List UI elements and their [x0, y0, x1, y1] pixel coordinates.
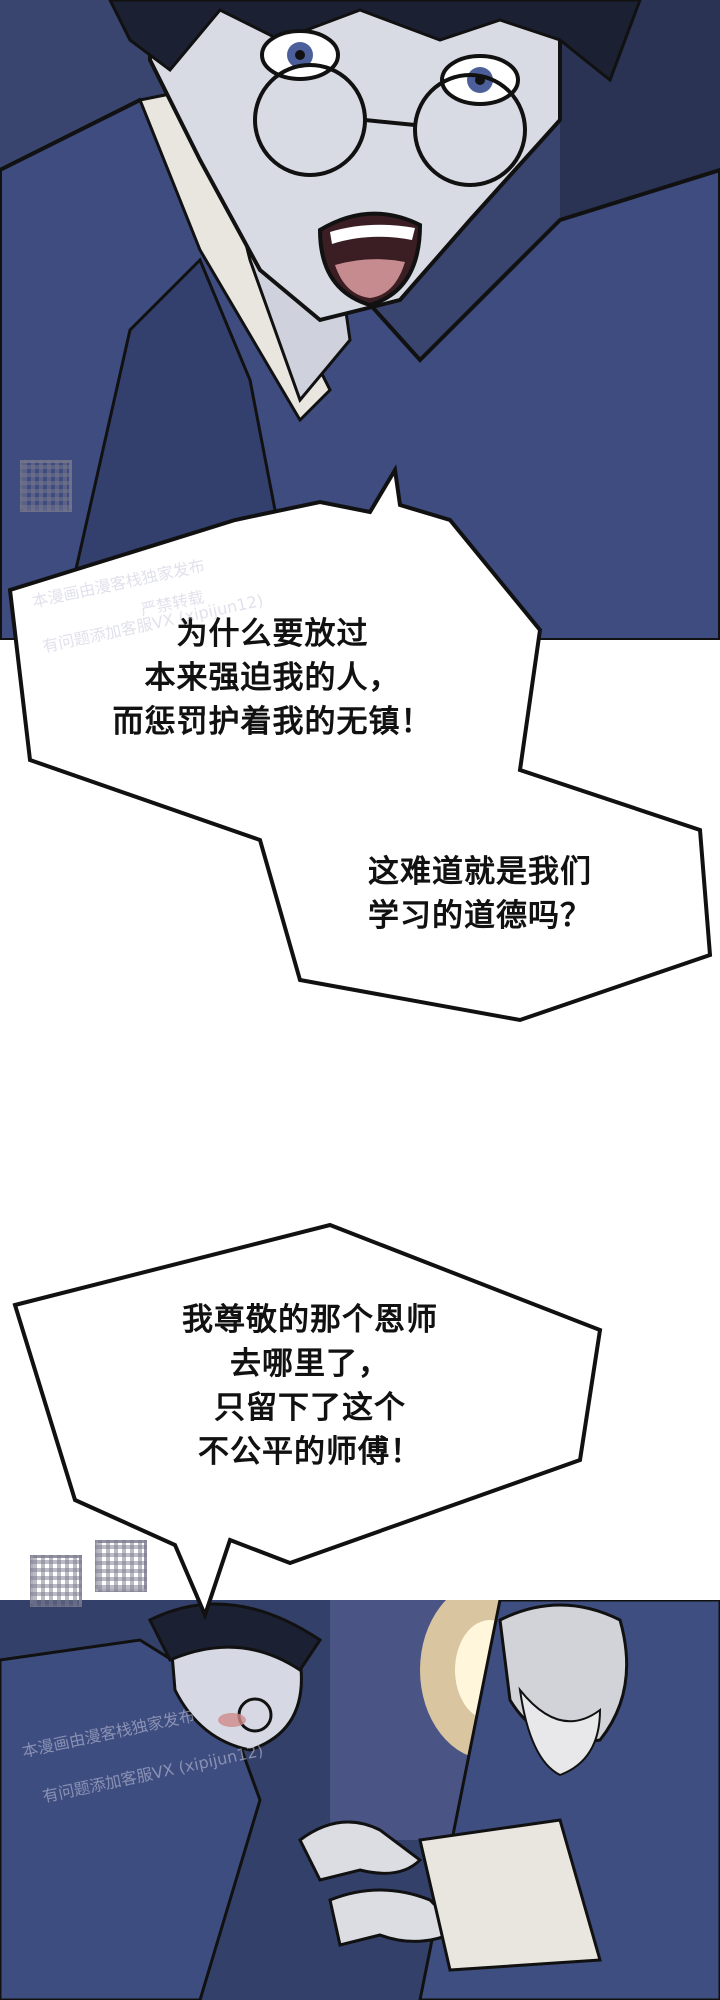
comic-panel-top: [0, 0, 720, 640]
scene-illustration-master-and-student: [0, 1600, 720, 2000]
speech-bubble-2-text: 这难道就是我们 学习的道德吗？: [368, 854, 592, 934]
qr-code-watermark-icon: [95, 1540, 147, 1592]
comic-panel-bottom: [0, 1600, 720, 2000]
character-illustration-shouting: [0, 0, 720, 640]
speech-bubble-1-text: 为什么要放过 本来强迫我的人， 而惩罚护着我的无镇！: [112, 616, 433, 740]
speech-bubble-3-text: 我尊敬的那个恩师 去哪里了， 只留下了这个 不公平的师傅！: [182, 1302, 438, 1470]
qr-code-watermark-icon: [30, 1555, 82, 1607]
qr-code-watermark-icon: [20, 460, 72, 512]
